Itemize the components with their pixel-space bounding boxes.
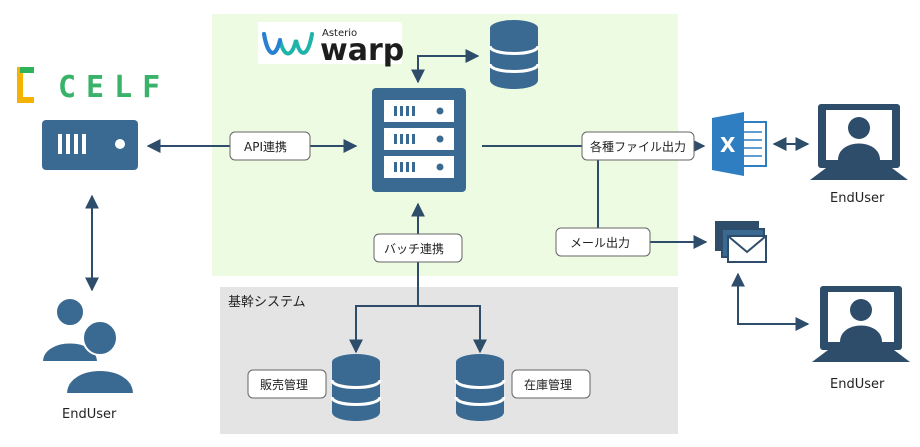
svg-text:各種ファイル出力: 各種ファイル出力 [590, 139, 686, 154]
excel-letter: X [720, 133, 736, 157]
connector-inventory-db [418, 305, 487, 354]
svg-text:在庫管理: 在庫管理 [524, 377, 572, 392]
warp-database-icon [488, 20, 540, 89]
label-inventory-mgmt: 在庫管理 [511, 369, 591, 399]
label-batch-link: バッチ連携 [373, 233, 463, 263]
celf-server-icon [42, 120, 138, 170]
label-api-link: API連携 [229, 131, 311, 161]
connector-sales-db [349, 300, 419, 354]
svg-text:Asterio: Asterio [322, 28, 357, 39]
core-system-zone [220, 287, 678, 434]
warp-logo: Asterio warp [258, 22, 404, 68]
computer-user-icon-bottom [812, 286, 910, 362]
celf-logo: CELF [17, 67, 170, 105]
connector-warp-db [411, 49, 480, 84]
svg-text:API連携: API連携 [244, 139, 287, 154]
svg-text:バッチ連携: バッチ連携 [384, 241, 444, 256]
label-file-output: 各種ファイル出力 [581, 131, 695, 161]
svg-text:メール出力: メール出力 [570, 236, 630, 250]
svg-text:warp: warp [320, 33, 404, 68]
inventory-database-icon [454, 354, 506, 421]
warp-server-icon [372, 88, 466, 192]
computer-user-icon-top [810, 104, 908, 180]
label-mail-output: メール出力 [555, 227, 651, 257]
users-icon-left [40, 297, 136, 395]
enduser-label-right-top: EndUser [830, 191, 885, 206]
enduser-label-left: EndUser [62, 407, 117, 422]
core-system-label: 基幹システム [228, 294, 306, 310]
connector-mail-user [731, 272, 810, 331]
mail-icon [715, 221, 767, 263]
label-sales-mgmt: 販売管理 [247, 369, 327, 399]
sales-database-icon [330, 354, 382, 421]
celf-logo-text: CELF [58, 70, 170, 105]
svg-text:販売管理: 販売管理 [260, 377, 308, 392]
enduser-label-right-bottom: EndUser [830, 377, 885, 392]
excel-file-icon: X [712, 112, 767, 176]
